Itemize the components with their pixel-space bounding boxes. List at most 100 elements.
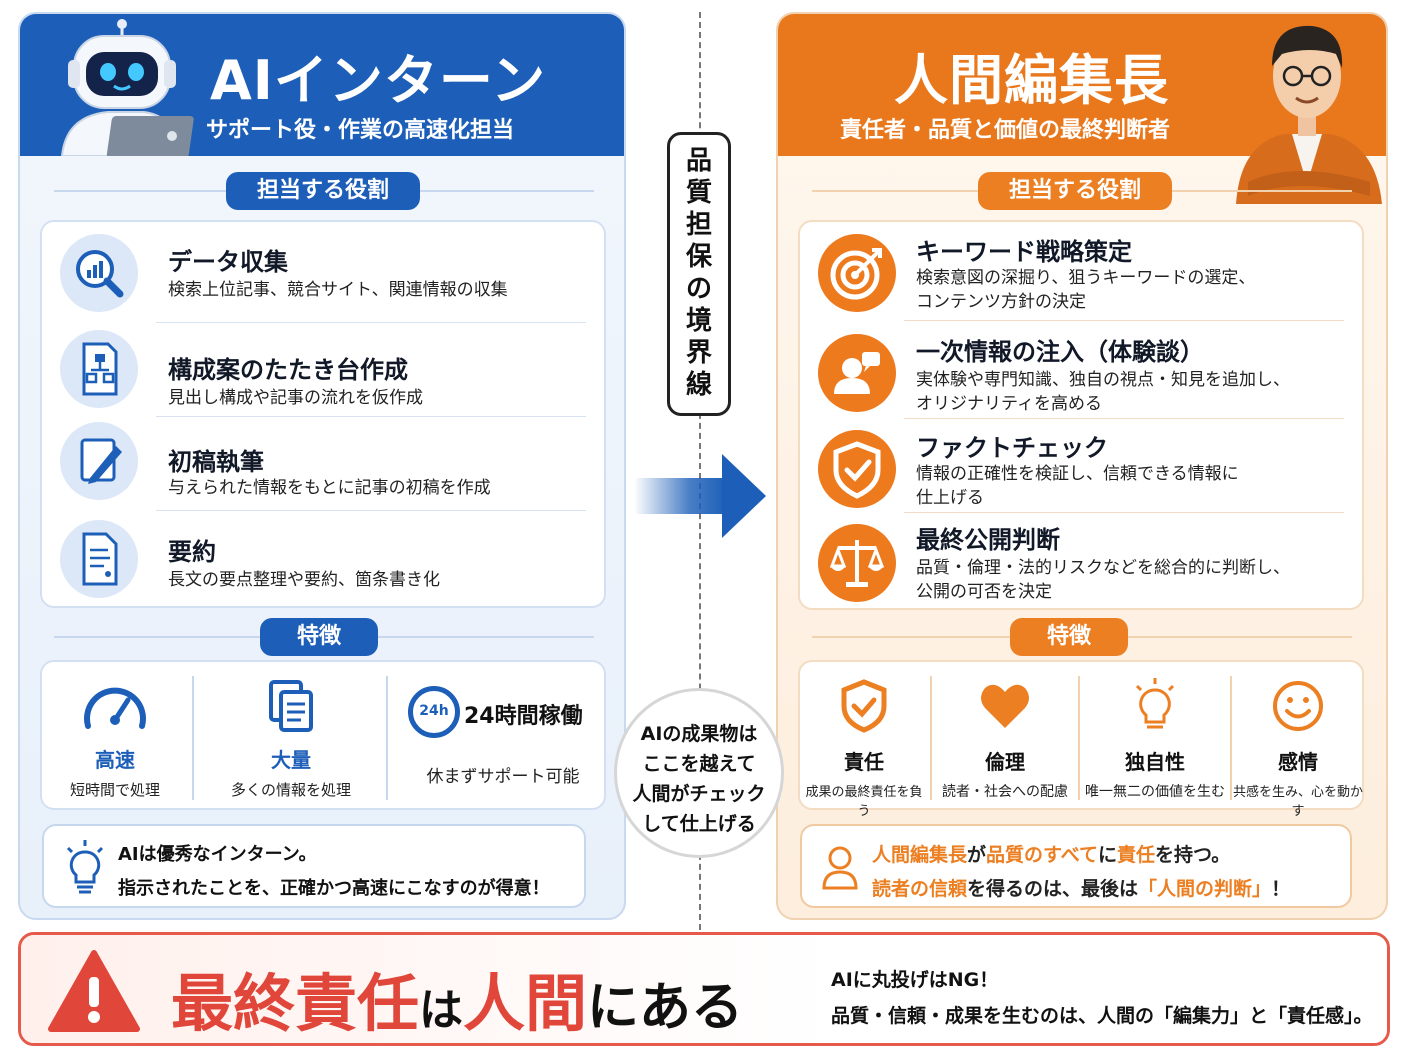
feature-label: 高速: [95, 748, 135, 772]
final-responsibility-banner: 最終責任は人間にある AIに丸投げはNG！ 品質・信頼・成果を生むのは、人間の「…: [18, 932, 1390, 1046]
list-item: キーワード戦略策定 検索意図の深掘り、狙うキーワードの選定、 コンテンツ方針の決…: [800, 226, 1362, 316]
shield-check-icon: [841, 679, 887, 733]
role-title: ファクトチェック: [916, 434, 1108, 462]
role-desc: 長文の要点整理や要約、箇条書き化: [168, 570, 440, 590]
ai-note-line1: AIは優秀なインターン。: [118, 844, 317, 865]
role-desc: 情報の正確性を検証し、信頼できる情報に: [916, 464, 1239, 484]
feature-separator: [386, 676, 388, 800]
feature-speed: 高速 短時間で処理: [42, 678, 188, 800]
role-desc: 公開の可否を決定: [916, 582, 1052, 602]
role-desc: 検索意図の深掘り、狙うキーワードの選定、: [916, 268, 1256, 288]
clock-24h-icon: 24h: [408, 686, 460, 738]
role-title: 最終公開判断: [916, 526, 1060, 554]
lightbulb-icon: [66, 840, 104, 894]
search-chart-icon: [60, 234, 138, 312]
role-title: キーワード戦略策定: [916, 238, 1132, 266]
handoff-note-line: AIの成果物は: [640, 723, 758, 745]
human-note-box: 人間編集長が品質のすべてに責任を持つ。 読者の信頼を得るのは、最後は「人間の判断…: [800, 824, 1352, 908]
roles-heading: 担当する役割: [978, 172, 1172, 210]
role-desc: 検索上位記事、競合サイト、関連情報の収集: [168, 280, 508, 300]
speedometer-icon: [84, 687, 146, 729]
role-divider: [156, 416, 586, 417]
warning-icon: [48, 950, 140, 1032]
feature-originality: 独自性 唯一無二の価値を生む: [1082, 678, 1228, 801]
person-outline-icon: [822, 846, 858, 890]
pencil-icon: [60, 422, 138, 500]
feature-ethics: 倫理 読者・社会への配慮: [934, 678, 1076, 801]
boundary-dashed-line: [699, 12, 701, 930]
role-divider: [904, 418, 1344, 419]
role-title: 構成案のたたき台作成: [168, 356, 408, 384]
feature-desc: 多くの情報を処理: [230, 781, 351, 799]
ai-note-box: AIは優秀なインターン。 指示されたことを、正確かつ高速にこなすのが得意！: [42, 824, 586, 908]
banner-sub-line1: AIに丸投げはNG！: [831, 969, 999, 991]
list-item: 初稿執筆 与えられた情報をもとに記事の初稿を作成: [42, 422, 604, 506]
feature-emotion: 感情 共感を生み、心を動かす: [1232, 678, 1364, 819]
role-desc: コンテンツ方針の決定: [916, 292, 1086, 312]
role-desc: 仕上げる: [916, 488, 984, 508]
role-desc: 品質・倫理・法的リスクなどを総合的に判断し、: [916, 558, 1290, 578]
feature-desc: 休まずサポート可能: [426, 767, 580, 787]
list-item: データ収集 検索上位記事、競合サイト、関連情報の収集: [42, 232, 604, 316]
role-desc: オリジナリティを高める: [916, 394, 1102, 414]
role-title: 要約: [168, 538, 216, 566]
human-note-line2: 読者の信頼を得るのは、最後は「人間の判断」！: [872, 878, 1291, 900]
feature-label: 大量: [271, 748, 311, 772]
feature-label: 24時間稼働: [464, 704, 583, 729]
human-editor-title: 人間編集長: [894, 49, 1169, 112]
handoff-note-line: して仕上げる: [642, 813, 756, 835]
list-item: 要約 長文の要点整理や要約、箇条書き化: [42, 518, 604, 602]
ai-note-line2: 指示されたことを、正確かつ高速にこなすのが得意！: [118, 878, 550, 899]
quality-boundary-box: 品質担保の境界線: [667, 132, 731, 416]
role-divider: [156, 322, 586, 323]
feature-desc: 共感を生み、心を動かす: [1232, 785, 1363, 819]
features-heading: 特徴: [1010, 618, 1128, 656]
handoff-note-line: 人間がチェック: [632, 783, 766, 805]
human-editor-header: 人間編集長 責任者・品質と価値の最終判断者: [778, 14, 1386, 204]
quality-boundary-label: 品質担保の境界線: [685, 146, 712, 400]
documents-icon: [269, 680, 313, 732]
role-divider: [904, 320, 1344, 321]
feature-separator: [1078, 676, 1080, 800]
lightbulb-icon: [1135, 678, 1175, 729]
role-desc: 実体験や専門知識、独自の視点・知見を追加し、: [916, 370, 1290, 390]
feature-separator: [1230, 676, 1232, 800]
role-title: 一次情報の注入（体験談）: [916, 338, 1204, 366]
feature-desc: 短時間で処理: [69, 781, 160, 799]
clock-24h-badge: 24h: [419, 703, 449, 719]
ai-intern-panel: AIインターン サポート役・作業の高速化担当 担当する役割 データ収集 検索上位…: [18, 12, 626, 920]
handoff-note-line: ここを越えて: [642, 753, 756, 775]
list-item: ファクトチェック 情報の正確性を検証し、信頼できる情報に 仕上げる: [800, 424, 1362, 514]
feature-separator: [192, 676, 194, 800]
banner-sub-line2: 品質・信頼・成果を生むのは、人間の「編集力」と「責任感」。: [831, 1005, 1373, 1027]
shield-check-icon: [818, 430, 896, 508]
handoff-note-circle: AIの成果物は ここを越えて 人間がチェック して仕上げる: [614, 688, 784, 858]
ai-intern-header: AIインターン サポート役・作業の高速化担当: [20, 14, 624, 156]
human-note-line1: 人間編集長が品質のすべてに責任を持つ。: [872, 844, 1231, 866]
role-desc: 見出し構成や記事の流れを仮作成: [168, 388, 423, 408]
sitemap-document-icon: [60, 330, 138, 408]
heart-icon: [981, 684, 1029, 728]
ai-roles-card: データ収集 検索上位記事、競合サイト、関連情報の収集 構成案のたたき台作成 見出…: [40, 220, 606, 608]
target-icon: [818, 234, 896, 312]
list-item: 構成案のたたき台作成 見出し構成や記事の流れを仮作成: [42, 330, 604, 414]
robot-laptop-icon: [60, 19, 194, 156]
banner-background: [21, 935, 1387, 1043]
role-divider: [156, 510, 586, 511]
role-divider: [904, 512, 1344, 513]
role-title: 初稿執筆: [168, 448, 264, 476]
features-heading: 特徴: [260, 618, 378, 656]
human-editor-subtitle: 責任者・品質と価値の最終判断者: [840, 118, 1171, 143]
feature-label: 独自性: [1125, 750, 1185, 774]
feature-label: 責任: [844, 750, 884, 774]
human-roles-card: キーワード戦略策定 検索意図の深掘り、狙うキーワードの選定、 コンテンツ方針の決…: [798, 220, 1364, 610]
list-item: 最終公開判断 品質・倫理・法的リスクなどを総合的に判断し、 公開の可否を決定: [800, 518, 1362, 608]
role-title: データ収集: [168, 248, 288, 276]
banner-headline: 最終責任は人間にある: [171, 967, 744, 1040]
feature-label: 倫理: [985, 750, 1025, 774]
roles-heading: 担当する役割: [226, 172, 420, 210]
human-features-card: 責任 成果の最終責任を負う 倫理 読者・社会への配慮 独自性 唯一無二の価値を生…: [798, 660, 1364, 819]
feature-responsibility: 責任 成果の最終責任を負う: [800, 678, 928, 819]
role-desc: 与えられた情報をもとに記事の初稿を作成: [168, 478, 491, 498]
summary-document-icon: [60, 520, 138, 598]
